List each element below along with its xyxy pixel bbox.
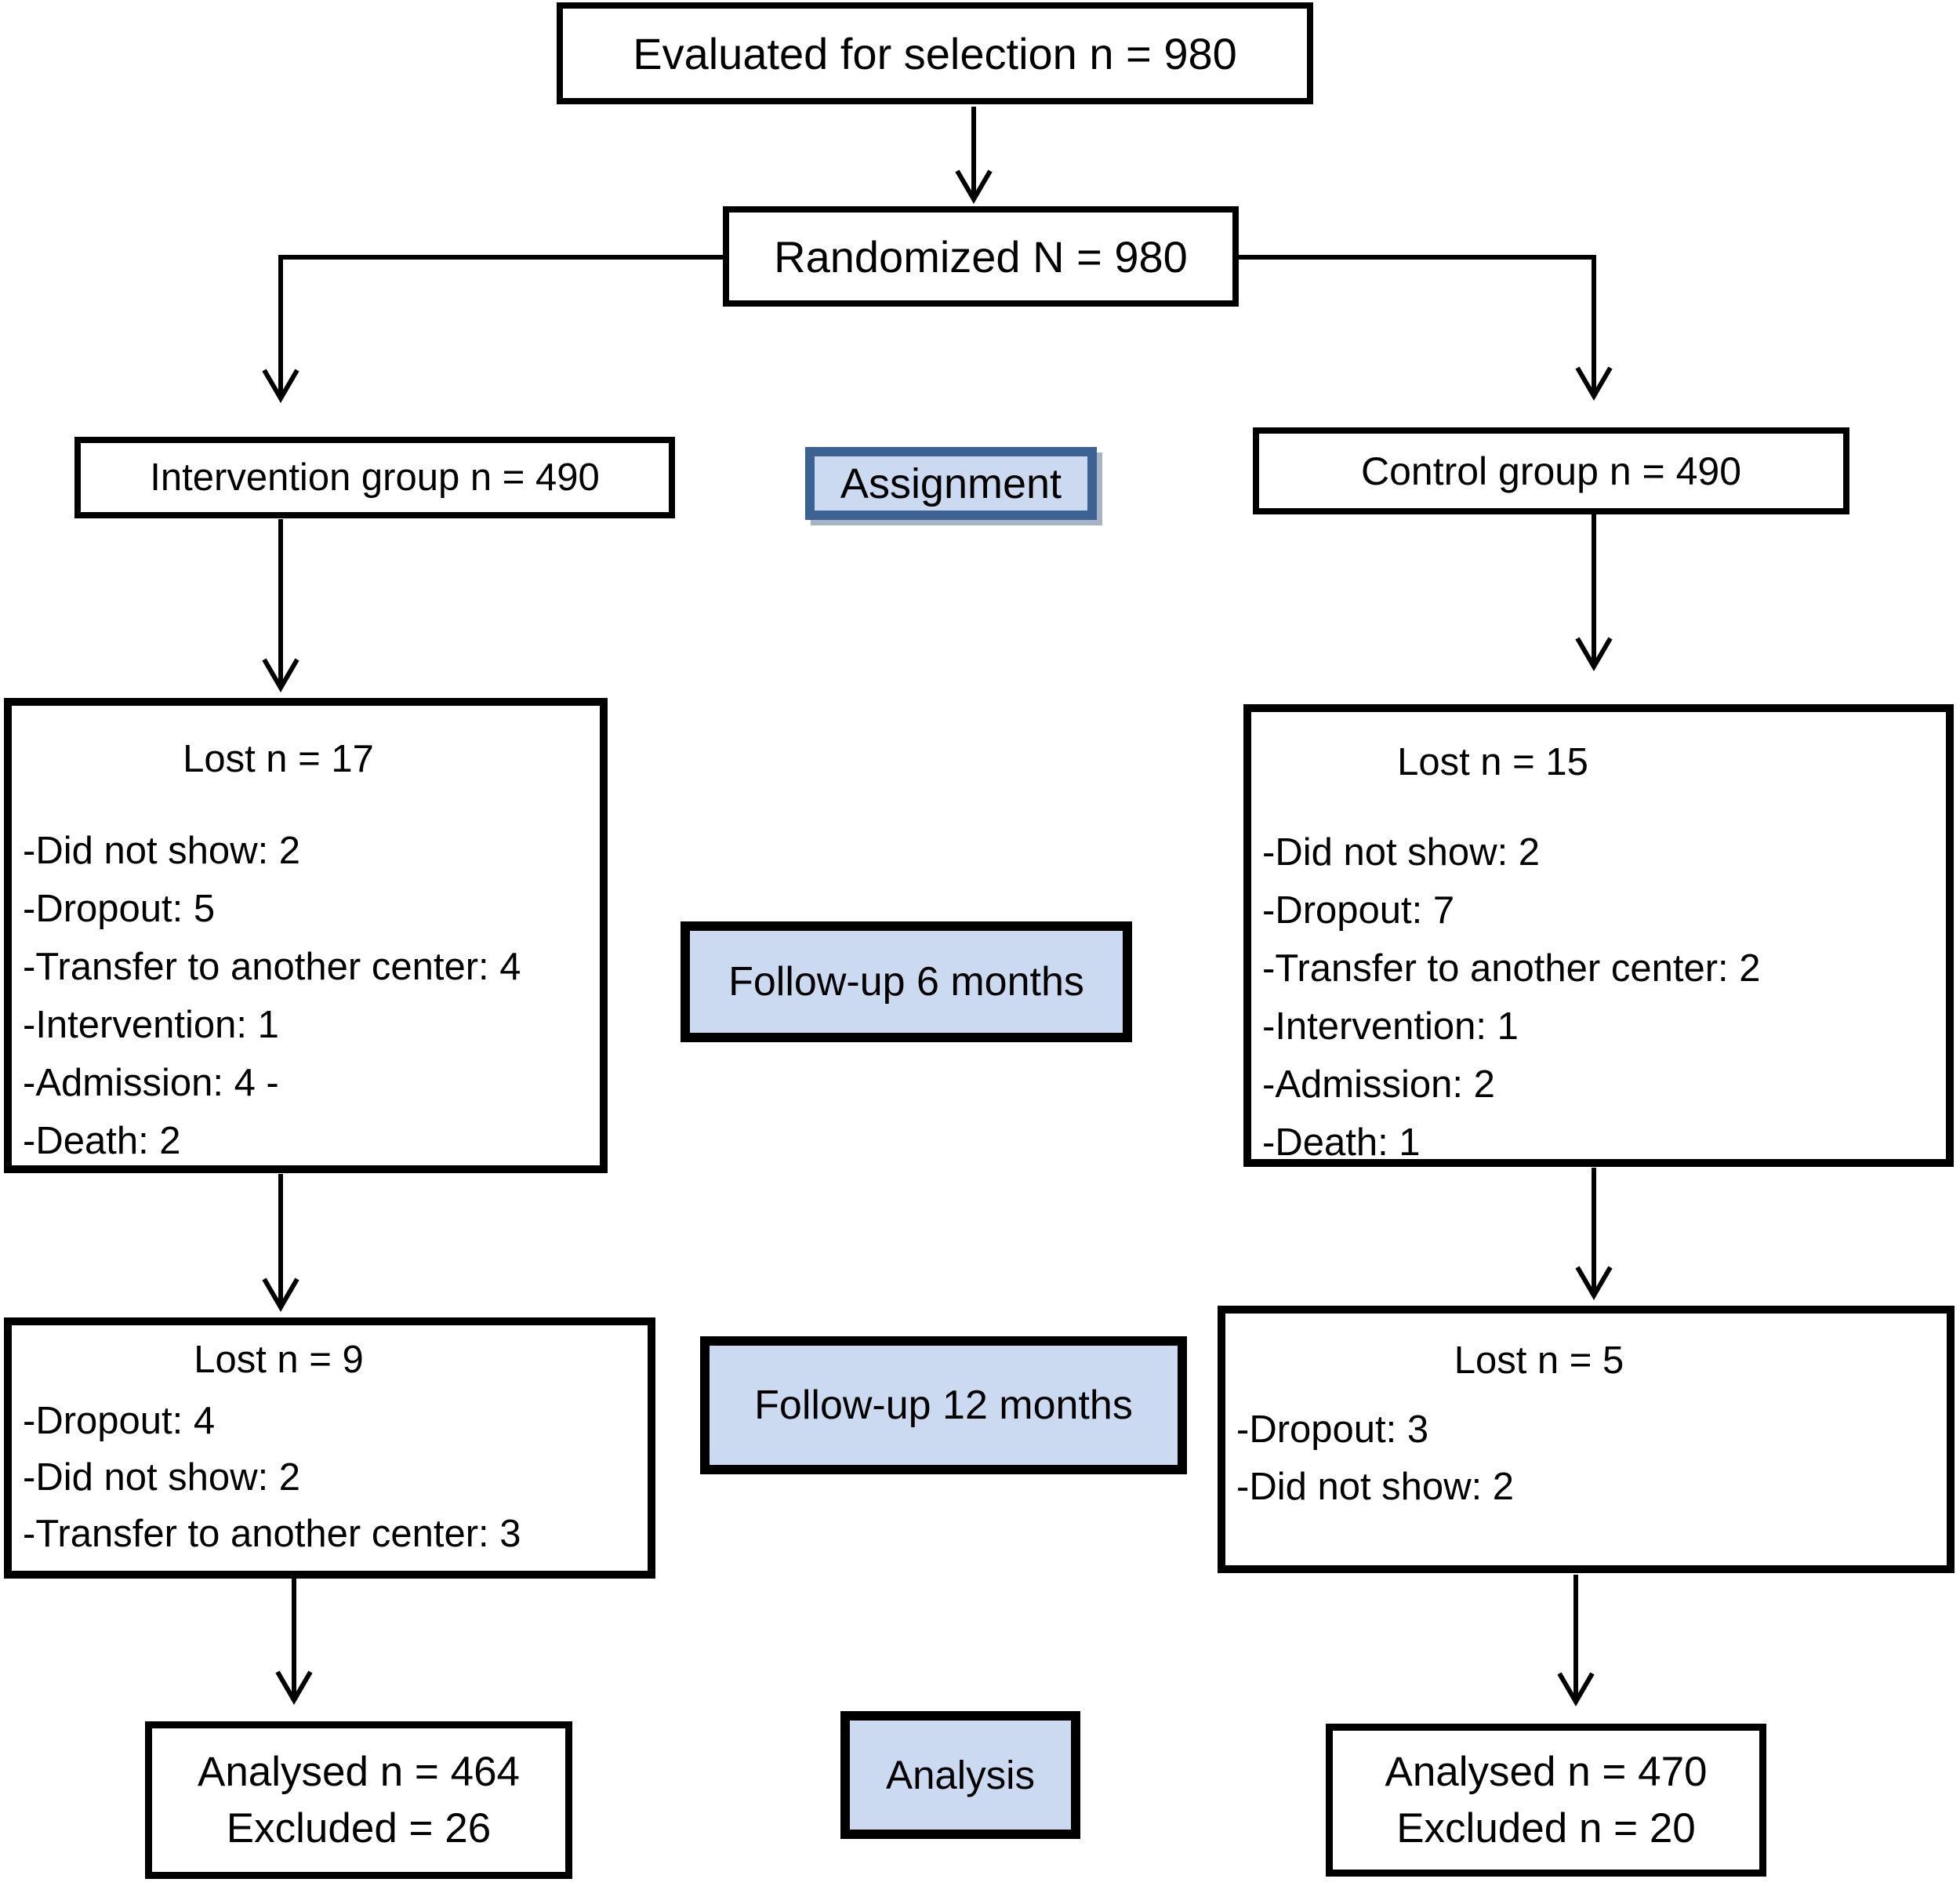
lost-control-12m-items: -Dropout: 3 -Did not show: 2 <box>1225 1401 1947 1516</box>
lost-intervention-6m-title: Lost n = 17 <box>183 738 374 780</box>
analysis-label: Analysis <box>886 1753 1035 1797</box>
lost-item: -Transfer to another center: 3 <box>23 1513 521 1555</box>
control-group-label: Control group n = 490 <box>1360 449 1742 493</box>
lost-item: -Dropout: 5 <box>23 888 216 930</box>
lost-intervention-12m-box: Lost n = 9 -Dropout: 4 -Did not show: 2 … <box>4 1317 655 1579</box>
lost-item: -Dropout: 3 <box>1236 1408 1429 1451</box>
evaluated-for-selection-box: Evaluated for selection n = 980 <box>557 2 1313 104</box>
arrow-randomized-to-control <box>1239 255 1613 401</box>
analysed-control-box: Analysed n = 470 Excluded n = 20 <box>1326 1724 1766 1877</box>
arrow-lost-12m-to-analysed-left <box>275 1579 313 1705</box>
lost-intervention-6m-items: -Did not show: 2 -Dropout: 5 -Transfer t… <box>12 822 600 1170</box>
analysis-phase-box: Analysis <box>840 1711 1080 1839</box>
lost-control-12m-title: Lost n = 5 <box>1454 1339 1624 1382</box>
lost-item: -Dropout: 7 <box>1262 889 1455 932</box>
lost-intervention-12m-title: Lost n = 9 <box>194 1339 364 1381</box>
lost-item: -Intervention: 1 <box>23 1004 279 1046</box>
analysed-control-line1: Analysed n = 470 <box>1385 1748 1708 1795</box>
analysed-intervention-box: Analysed n = 464 Excluded = 26 <box>145 1721 572 1879</box>
lost-item: -Transfer to another center: 2 <box>1262 947 1761 990</box>
lost-control-12m-box: Lost n = 5 -Dropout: 3 -Did not show: 2 <box>1218 1306 1955 1573</box>
lost-item: -Death: 2 <box>23 1120 181 1162</box>
followup-12-months-phase-box: Follow-up 12 months <box>700 1336 1187 1474</box>
analysed-intervention-line2: Excluded = 26 <box>226 1804 492 1851</box>
randomized-box: Randomized N = 980 <box>723 206 1239 307</box>
evaluated-label: Evaluated for selection n = 980 <box>633 28 1237 78</box>
lost-control-6m-box: Lost n = 15 -Did not show: 2 -Dropout: 7… <box>1243 704 1954 1167</box>
arrow-intervention-to-lost-6m <box>262 519 299 692</box>
lost-item: -Intervention: 1 <box>1262 1005 1519 1048</box>
assignment-phase-box: Assignment <box>805 447 1097 520</box>
lost-item: -Death: 1 <box>1262 1121 1421 1164</box>
lost-item: -Admission: 2 <box>1262 1063 1495 1106</box>
arrow-randomized-to-intervention <box>262 255 723 403</box>
arrow-lost-6m-to-lost-12m-right <box>1575 1168 1613 1300</box>
lost-item: -Did not show: 2 <box>1236 1466 1515 1508</box>
randomized-label: Randomized N = 980 <box>774 231 1188 282</box>
arrow-control-to-lost-6m <box>1575 514 1613 671</box>
control-group-box: Control group n = 490 <box>1253 427 1849 514</box>
analysed-control-line2: Excluded n = 20 <box>1396 1804 1696 1851</box>
lost-control-6m-items: -Did not show: 2 -Dropout: 7 -Transfer t… <box>1251 823 1946 1172</box>
lost-item: -Did not show: 2 <box>23 1456 301 1499</box>
arrow-evaluated-to-randomized <box>955 107 993 204</box>
followup-6-months-label: Follow-up 6 months <box>728 959 1084 1005</box>
intervention-group-box: Intervention group n = 490 <box>74 437 675 518</box>
followup-6-months-phase-box: Follow-up 6 months <box>681 921 1132 1042</box>
intervention-group-label: Intervention group n = 490 <box>150 456 600 499</box>
arrow-lost-6m-to-lost-12m-left <box>262 1174 299 1312</box>
lost-item: -Dropout: 4 <box>23 1400 216 1442</box>
lost-intervention-6m-box: Lost n = 17 -Did not show: 2 -Dropout: 5… <box>4 698 608 1173</box>
assignment-label: Assignment <box>840 460 1062 507</box>
arrow-lost-12m-to-analysed-right <box>1557 1575 1595 1706</box>
lost-item: -Did not show: 2 <box>23 830 301 872</box>
analysed-intervention-line1: Analysed n = 464 <box>197 1748 521 1795</box>
lost-item: -Admission: 4 - <box>23 1062 279 1104</box>
followup-12-months-label: Follow-up 12 months <box>754 1383 1133 1428</box>
lost-item: -Transfer to another center: 4 <box>23 946 521 988</box>
lost-intervention-12m-items: -Dropout: 4 -Did not show: 2 -Transfer t… <box>12 1393 648 1562</box>
lost-control-6m-title: Lost n = 15 <box>1397 741 1588 783</box>
lost-item: -Did not show: 2 <box>1262 831 1541 874</box>
